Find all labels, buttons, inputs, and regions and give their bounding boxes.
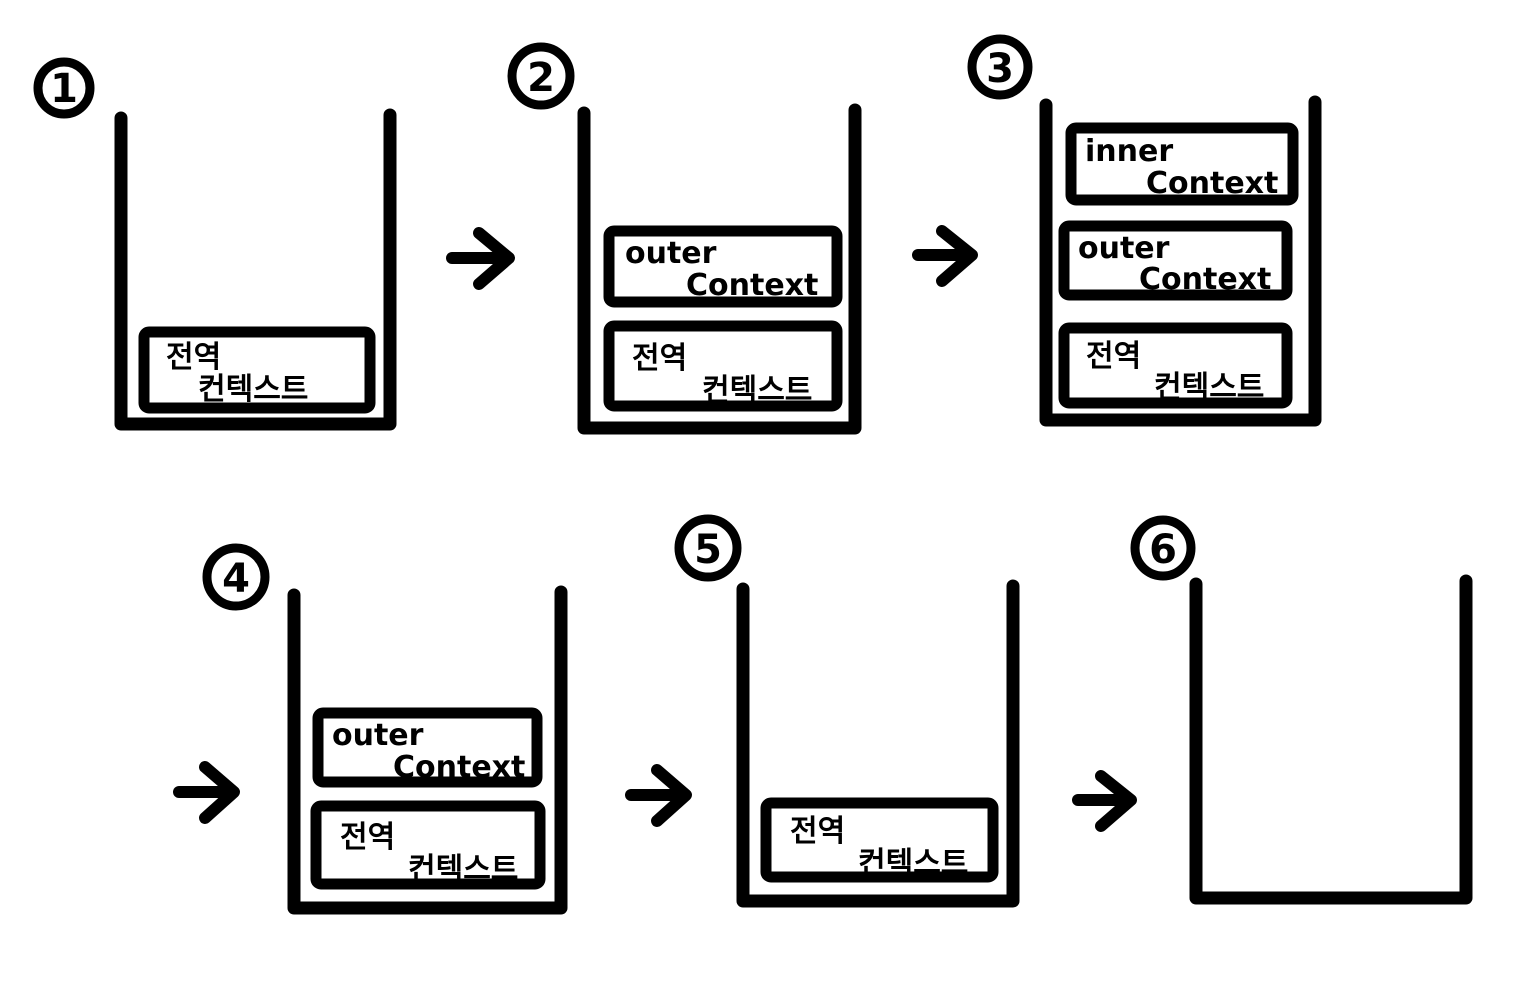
context-box-label-line1: outer <box>625 236 717 271</box>
context-box-label-line2: Context <box>1139 262 1271 297</box>
stack-container-icon <box>736 579 1020 908</box>
context-box-global <box>310 800 546 890</box>
step-2-number: 2 <box>527 55 555 101</box>
stack-container-icon <box>577 103 862 435</box>
step-panel-1: 1 전역 컨텍스트 <box>33 57 397 431</box>
context-box-label-line1: 전역 <box>790 814 845 849</box>
stack-container-icon <box>1039 95 1322 427</box>
context-box-label-line2: 컨텍스트 <box>1154 370 1264 405</box>
arrow-right-icon <box>173 761 240 824</box>
arrow-right-icon <box>625 764 692 827</box>
context-box-label-line1: outer <box>1078 231 1170 266</box>
context-box-label-line2: Context <box>1146 166 1278 201</box>
step-4-number-circle-icon <box>202 543 270 611</box>
arrow-head <box>1095 770 1137 832</box>
arrow-head <box>473 227 515 290</box>
step-5-number: 5 <box>694 527 722 573</box>
context-box-label-line2: 컨텍스트 <box>858 846 968 881</box>
step-panel-3: 3 inner Context outer Context 전역 컨텍스트 <box>967 34 1322 427</box>
context-box-label-line2: 컨텍스트 <box>198 372 308 407</box>
context-box-label-line1: outer <box>332 718 424 753</box>
step-1-number-circle-icon <box>33 57 95 119</box>
arrow-head <box>199 761 240 824</box>
context-box-label-line1: 전역 <box>632 341 687 376</box>
arrow-right-icon <box>446 227 515 290</box>
arrow-head <box>936 225 978 287</box>
arrow-head <box>651 764 692 827</box>
context-box-label-line2: 컨텍스트 <box>408 852 518 887</box>
context-box-outer <box>603 225 843 308</box>
step-1-number: 1 <box>50 66 78 112</box>
step-panel-2: 2 outer Context 전역 컨텍스트 <box>507 42 862 435</box>
context-box-label-line1: inner <box>1085 134 1173 169</box>
step-panel-4: 4 outer Context 전역 컨텍스트 <box>202 543 568 915</box>
stack-container-icon <box>287 585 568 915</box>
step-panel-6: 6 <box>1130 515 1473 905</box>
context-box-outer <box>1058 220 1293 301</box>
stack-container-icon <box>1189 574 1473 905</box>
step-panel-5: 5 전역 컨텍스트 <box>674 514 1020 908</box>
step-4-number: 4 <box>222 556 250 602</box>
step-2-number-circle-icon <box>507 42 575 110</box>
context-box-label-line2: Context <box>393 750 525 785</box>
context-box-global <box>760 797 999 883</box>
context-box-global <box>1058 322 1293 409</box>
context-box-inner <box>1065 122 1299 206</box>
step-3-number: 3 <box>986 46 1014 92</box>
arrow-right-icon <box>912 225 978 287</box>
step-3-number-circle-icon <box>967 34 1033 100</box>
arrow-right-icon <box>1072 770 1137 832</box>
context-box-label-line1: 전역 <box>166 340 221 375</box>
step-6-number: 6 <box>1149 527 1177 573</box>
context-box-label-line2: 컨텍스트 <box>702 373 812 408</box>
context-box-label-line2: Context <box>686 268 818 303</box>
stack-container-icon <box>114 108 397 431</box>
context-box-label-line1: 전역 <box>340 820 395 855</box>
step-5-number-circle-icon <box>674 514 742 582</box>
context-box-global <box>138 326 376 414</box>
context-box-global <box>603 320 843 412</box>
context-box-label-line1: 전역 <box>1086 339 1141 374</box>
context-box-outer <box>312 707 543 788</box>
step-6-number-circle-icon <box>1130 515 1196 581</box>
